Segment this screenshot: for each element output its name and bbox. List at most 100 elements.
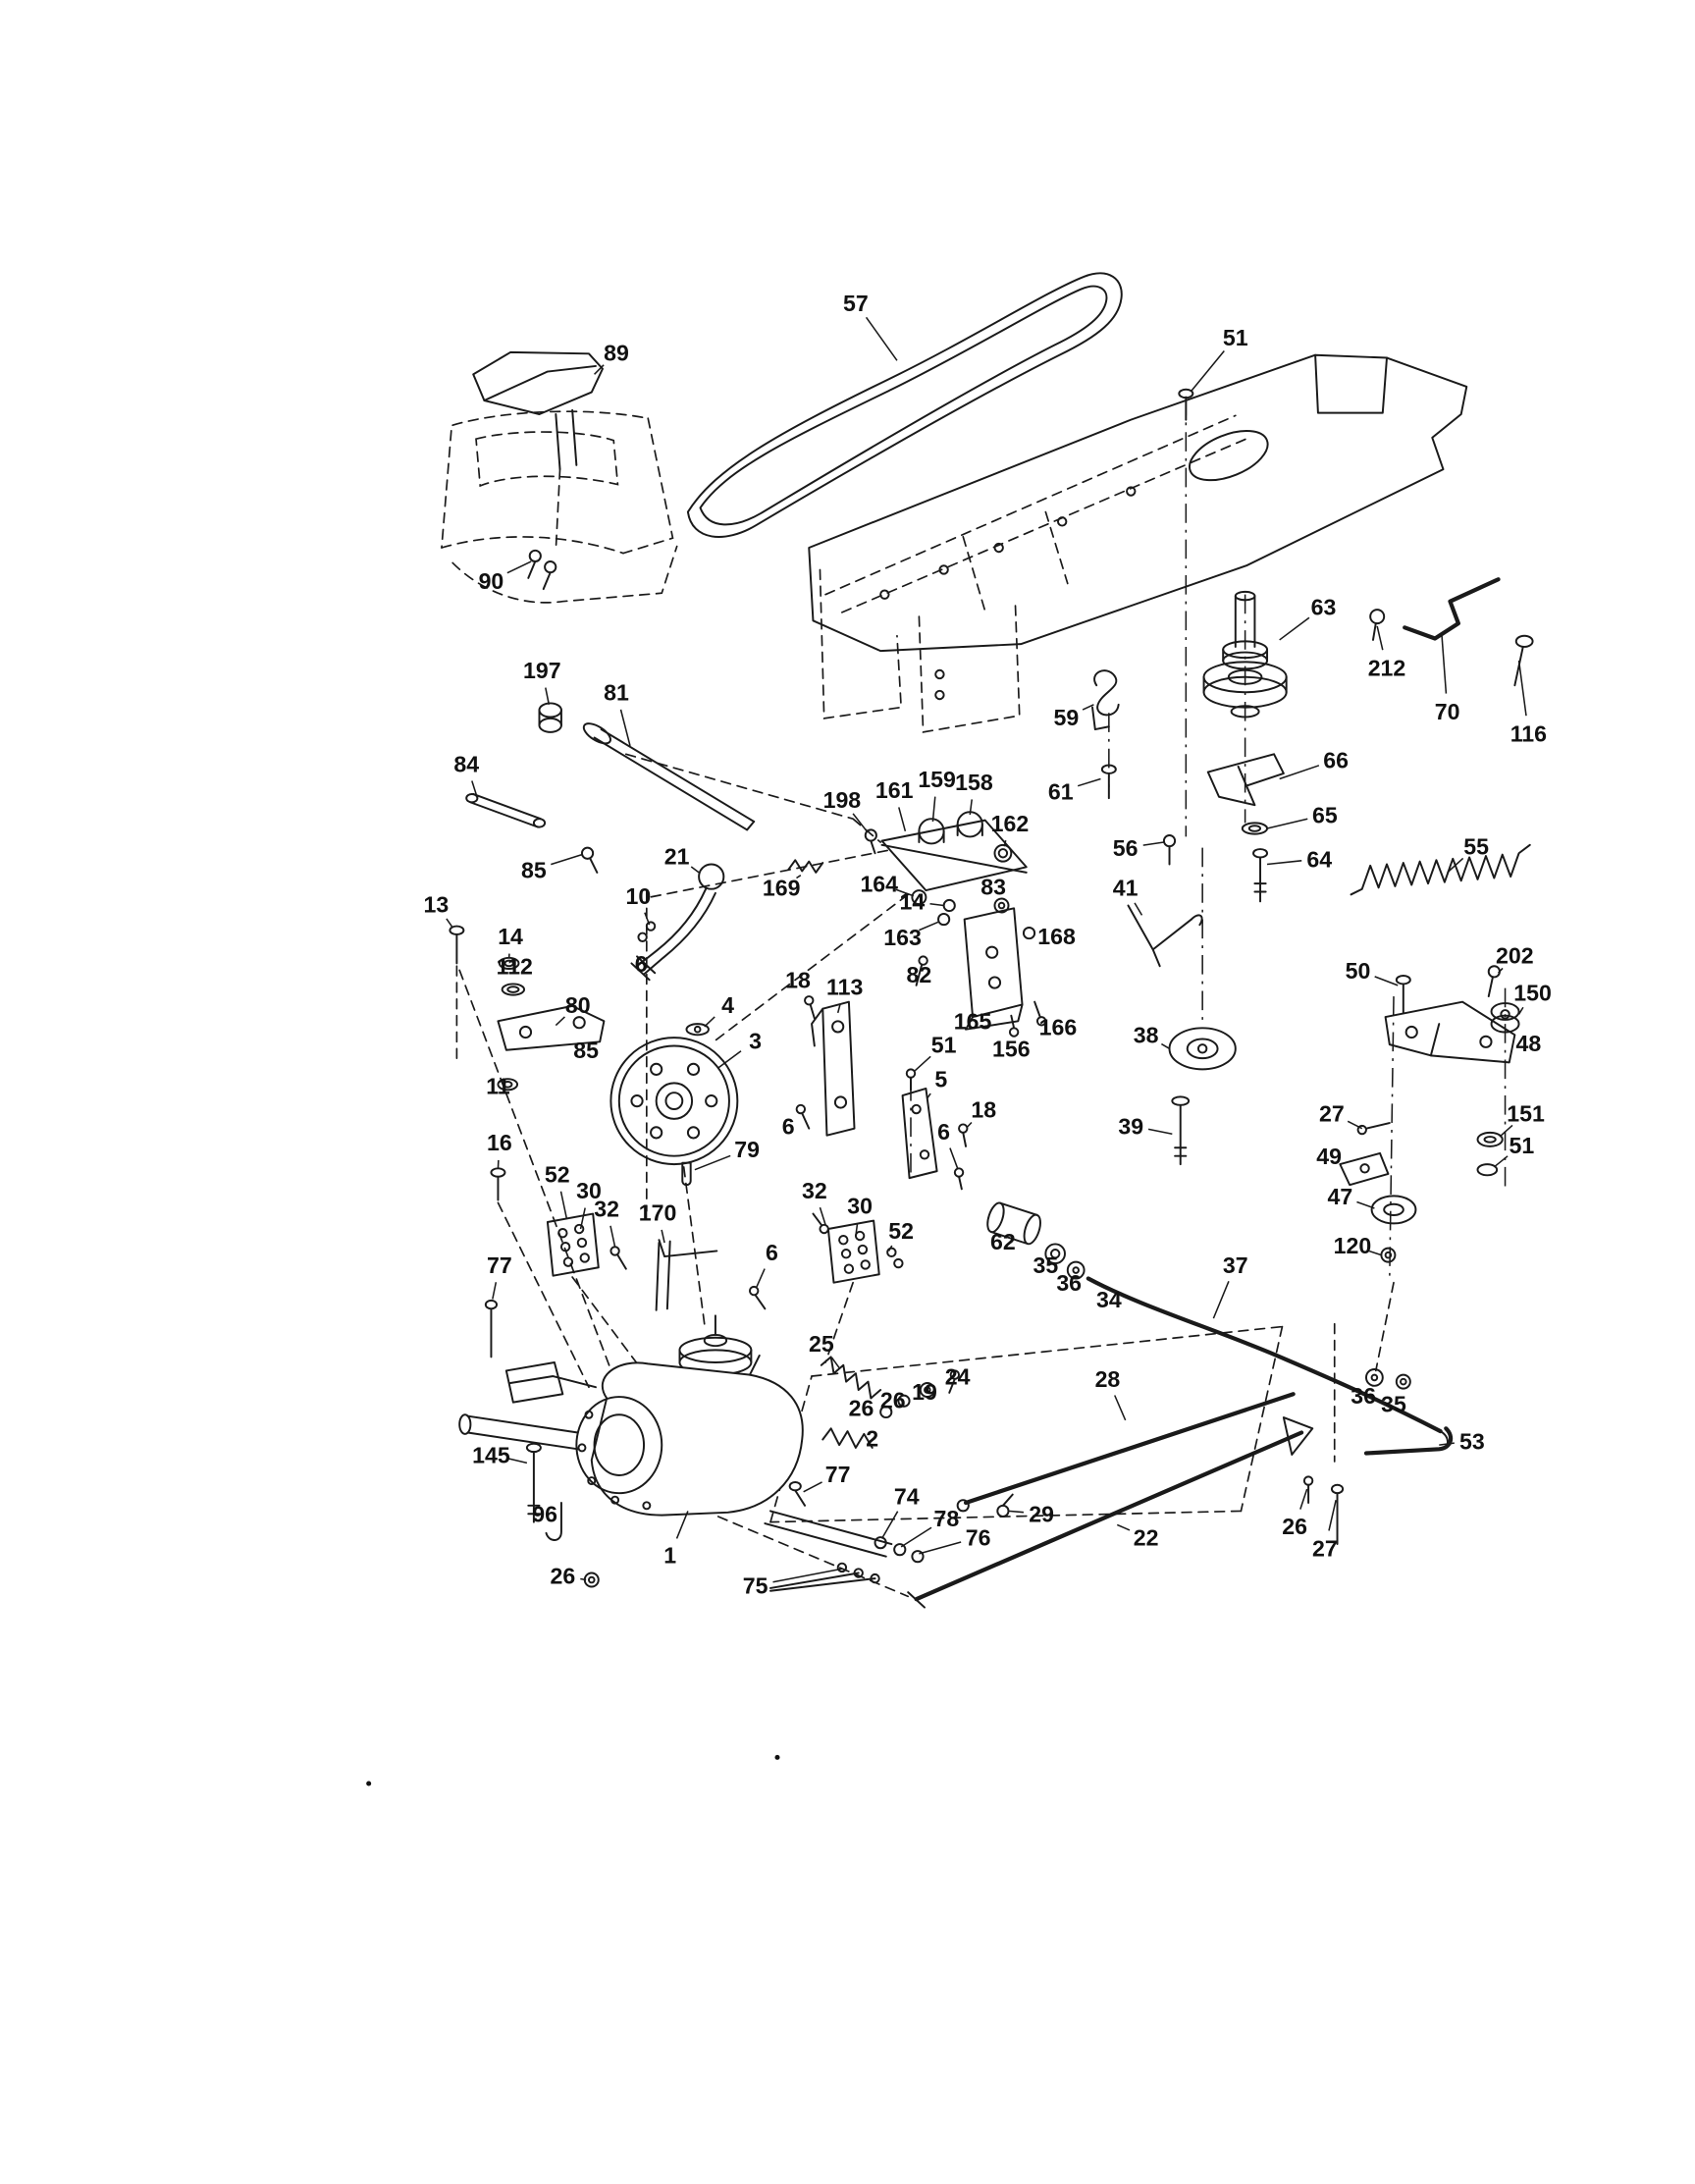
part-number-24: 24 (945, 1363, 971, 1389)
part-number-85: 85 (521, 857, 547, 882)
part-number-64: 64 (1306, 846, 1332, 872)
callout-leader (865, 316, 898, 361)
part-number-49: 49 (1316, 1144, 1342, 1169)
part-number-4: 4 (721, 992, 734, 1018)
part-number-6: 6 (782, 1113, 795, 1139)
callout-leader (506, 560, 532, 574)
belt-keeper (1091, 669, 1120, 800)
callout-leader (969, 799, 973, 816)
part-number-26: 26 (880, 1387, 906, 1412)
callout-leader (555, 1016, 565, 1027)
part-number-164: 164 (860, 872, 898, 897)
part-number-35: 35 (1381, 1391, 1406, 1416)
callout-leader (1499, 1124, 1513, 1138)
support-brackets (795, 995, 969, 1191)
part-number-89: 89 (604, 340, 629, 365)
callout-leader (1160, 1042, 1170, 1050)
part-number-26: 26 (1282, 1514, 1307, 1539)
callout-leader (545, 687, 551, 705)
callout-leader (694, 1154, 731, 1171)
part-number-116: 116 (1510, 721, 1547, 747)
callout-leader (1114, 1395, 1127, 1421)
callout-leader (1116, 1523, 1131, 1531)
callout-leader (927, 1092, 931, 1099)
part-number-55: 55 (1463, 834, 1489, 860)
part-number-52: 52 (545, 1161, 570, 1187)
drive-belt (686, 272, 1123, 538)
transaxle (458, 1314, 925, 1592)
callout-leader (803, 1481, 822, 1493)
part-number-76: 76 (966, 1524, 991, 1550)
part-number-48: 48 (1516, 1031, 1542, 1056)
part-number-53: 53 (1459, 1428, 1485, 1454)
callout-leader (1347, 1120, 1363, 1130)
callout-leader (929, 902, 944, 907)
small-fasteners (484, 1299, 961, 1588)
part-number-78: 78 (934, 1506, 960, 1531)
part-number-85: 85 (573, 1038, 599, 1063)
part-number-59: 59 (1054, 705, 1080, 730)
part-number-30: 30 (847, 1194, 873, 1219)
callout-leader (1134, 902, 1143, 916)
callout-leader (898, 807, 907, 832)
callout-leader (1212, 1280, 1230, 1319)
construction-lines (716, 1325, 1284, 1598)
callout-leader (644, 912, 651, 926)
part-number-19: 19 (912, 1379, 937, 1405)
callout-leader (796, 875, 802, 879)
part-number-166: 166 (1039, 1014, 1078, 1039)
part-number-36: 36 (1056, 1270, 1082, 1296)
callout-leader (1191, 350, 1225, 392)
callout-leader (1447, 857, 1464, 874)
callout-leader (855, 1223, 859, 1237)
callout-leader (836, 1003, 841, 1014)
callout-leader (609, 1225, 616, 1248)
link-rod (465, 792, 599, 874)
part-number-29: 29 (1029, 1502, 1054, 1527)
part-number-212: 212 (1368, 655, 1406, 680)
part-number-145: 145 (472, 1442, 510, 1467)
part-number-61: 61 (1048, 779, 1074, 805)
part-number-36: 36 (1351, 1383, 1376, 1409)
part-number-163: 163 (883, 925, 922, 950)
part-number-168: 168 (1037, 924, 1076, 949)
part-number-28: 28 (1095, 1366, 1121, 1392)
callout-leader (819, 1206, 826, 1226)
part-number-3: 3 (749, 1028, 762, 1053)
part-number-62: 62 (990, 1229, 1016, 1254)
idler-cluster (648, 811, 1047, 1041)
part-number-32: 32 (594, 1196, 619, 1221)
part-number-63: 63 (1311, 595, 1337, 620)
part-number-27: 27 (1319, 1101, 1345, 1127)
part-number-165: 165 (954, 1009, 992, 1035)
part-number-35: 35 (1033, 1252, 1058, 1278)
callout-leader (661, 1229, 665, 1244)
part-number-156: 156 (992, 1037, 1031, 1062)
callout-leader (919, 921, 939, 932)
callout-leader (579, 1207, 586, 1230)
part-number-158: 158 (955, 770, 993, 795)
part-number-120: 120 (1334, 1233, 1372, 1258)
part-number-30: 30 (576, 1178, 602, 1203)
part-number-79: 79 (734, 1137, 760, 1162)
part-number-51: 51 (1223, 325, 1248, 350)
callout-leader (830, 1357, 840, 1369)
callout-leader (772, 1568, 843, 1583)
callout-leader (1441, 635, 1448, 694)
callout-leader (1279, 765, 1320, 780)
part-number-39: 39 (1118, 1113, 1143, 1139)
callout-leader (887, 1245, 893, 1252)
part-number-197: 197 (523, 658, 561, 683)
part-number-26: 26 (550, 1564, 575, 1589)
callout-leader-lines (446, 316, 1527, 1583)
diagram-line-art (366, 272, 1534, 1786)
part-number-6: 6 (937, 1119, 950, 1145)
page-dot (366, 1781, 372, 1786)
part-number-77: 77 (825, 1462, 851, 1487)
callout-leader (675, 1511, 689, 1539)
callout-leader (551, 853, 583, 866)
chassis-ghost-left (441, 410, 678, 604)
callout-leader (949, 1147, 959, 1169)
part-number-151: 151 (1507, 1101, 1545, 1127)
part-number-5: 5 (934, 1067, 947, 1092)
